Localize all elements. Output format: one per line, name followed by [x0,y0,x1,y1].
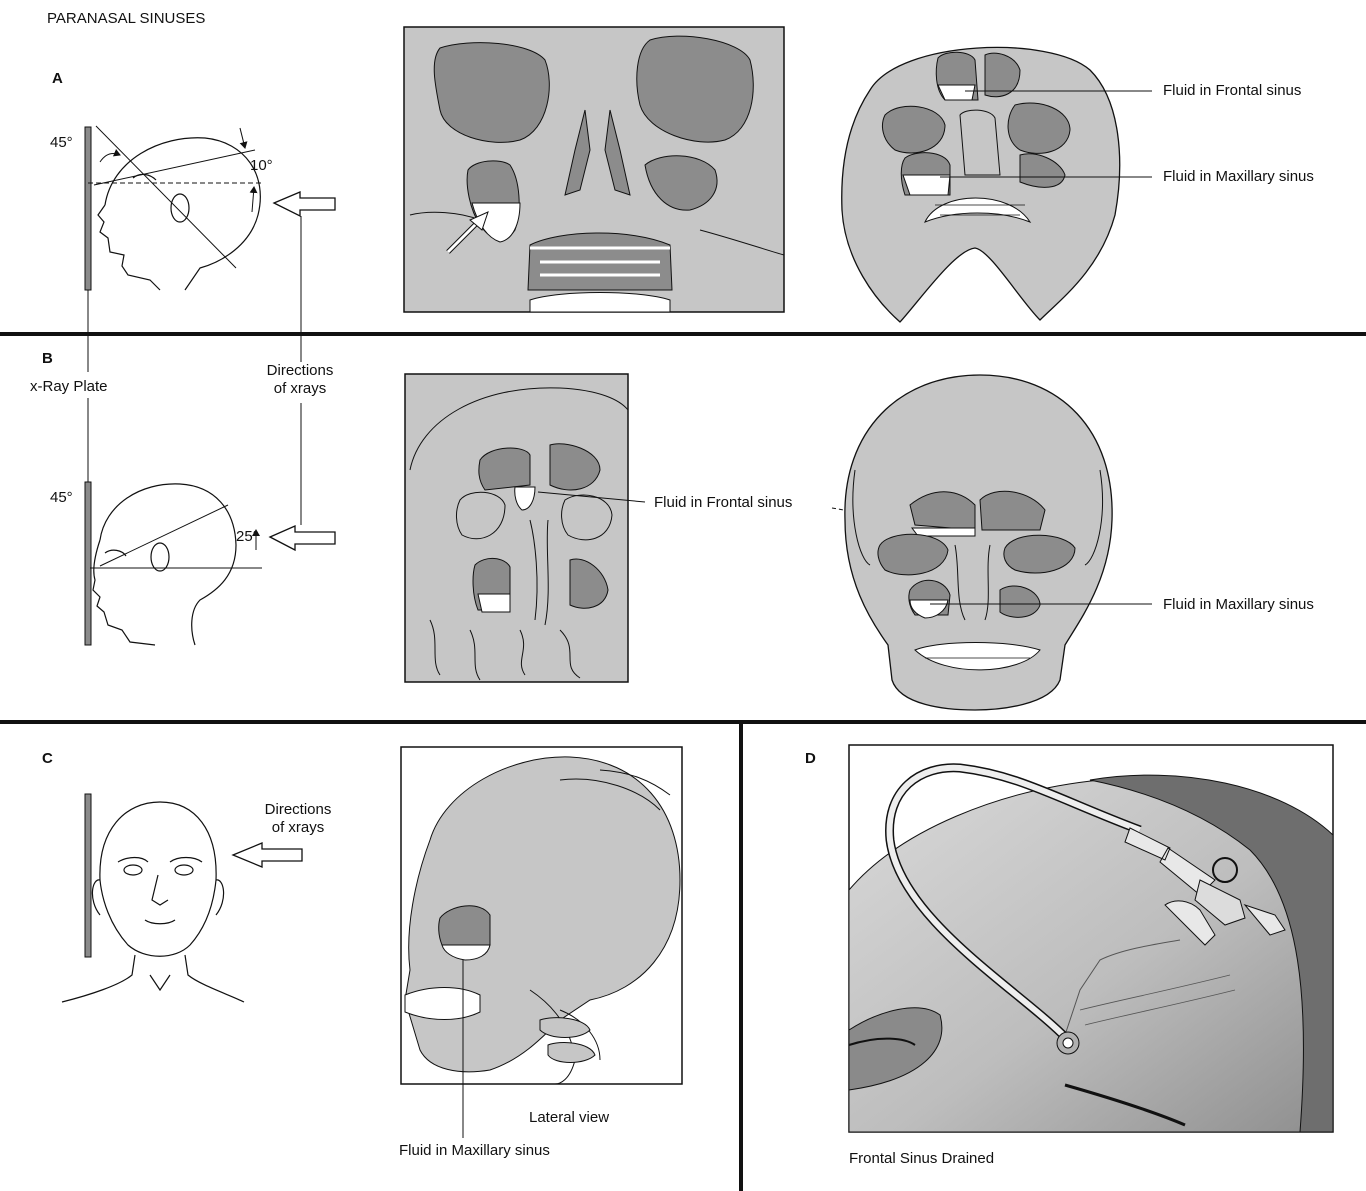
xray-view-a [404,27,784,312]
label-frontal-sinus-a: Fluid in Frontal sinus [1163,82,1301,100]
angle-label-a-plate: 45° [50,134,73,152]
skull-diagram-a [842,47,1120,322]
beam-line-a [94,150,255,185]
direction-arrow-b [270,526,335,550]
xray-plate-label: x-Ray Plate [30,378,108,396]
panel-letter-a: A [52,70,63,87]
directions-label-b-line1: Directions [252,362,348,380]
angle-label-a-tilt: 10° [250,157,273,175]
divider-ab [0,332,1366,336]
directions-label-c-line1: Directions [250,801,346,819]
caption-frontal-sinus-drained: Frontal Sinus Drained [849,1150,994,1168]
divider-cd [739,724,743,1191]
direction-arrow-c [233,843,302,867]
directions-label-b-line2: of xrays [252,380,348,398]
head-profile-a [98,138,260,290]
label-maxillary-sinus-b: Fluid in Maxillary sinus [1163,596,1314,614]
head-profile-b [93,484,236,645]
diagonal-line-a [96,126,236,268]
xray-plate-a [85,127,91,290]
angle-label-b-plate: 45° [50,489,73,507]
figure-title: PARANASAL SINUSES [47,10,205,27]
skull-diagram-b [845,375,1112,710]
panel-letter-c: C [42,750,53,767]
direction-arrow-a [274,192,335,216]
xray-lateral-view-c [401,747,682,1084]
drainage-illustration-d [849,745,1333,1132]
panel-letter-b: B [42,350,53,367]
beam-line-b [100,505,228,566]
xray-plate-c [85,794,91,957]
label-maxillary-sinus-a: Fluid in Maxillary sinus [1163,168,1314,186]
xray-plate-b [85,482,91,645]
panel-letter-d: D [805,750,816,767]
label-maxillary-sinus-c: Fluid in Maxillary sinus [399,1142,550,1160]
label-frontal-sinus-b: Fluid in Frontal sinus [654,494,792,512]
lateral-view-label: Lateral view [529,1109,609,1127]
xray-view-b [405,374,628,682]
divider-bc [0,720,1366,724]
angle-label-b-tilt: 25° [236,528,259,546]
directions-label-c-line2: of xrays [250,819,346,837]
